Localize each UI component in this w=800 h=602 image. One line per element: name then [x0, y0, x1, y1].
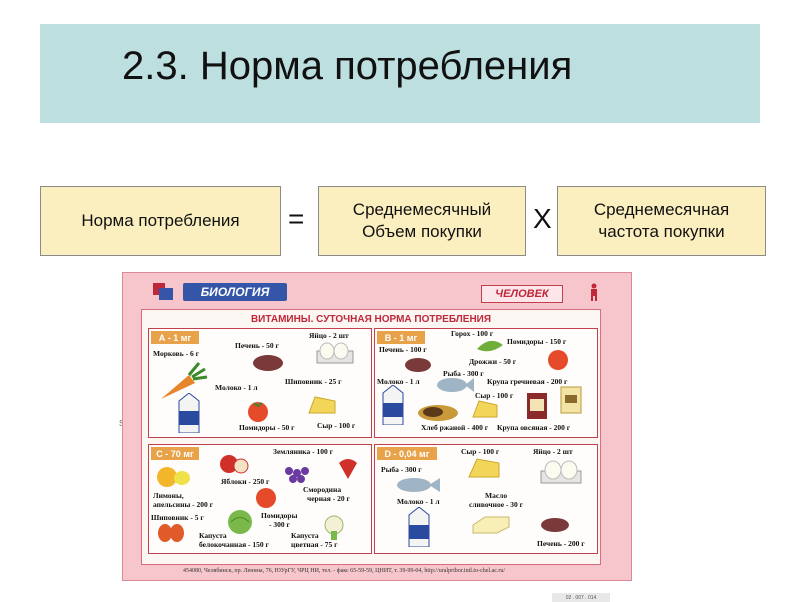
multiply-sign: X: [533, 203, 552, 234]
food-item: Яблоки - 250 г: [221, 477, 270, 486]
food-item: Шиповник - 5 г: [151, 513, 204, 522]
vitamin-d-label: D - 0,04 мг: [377, 447, 437, 460]
food-item: Сыр - 100 г: [317, 421, 356, 430]
biology-logo-icon: [153, 283, 173, 300]
food-item: Горох - 100 г: [451, 329, 494, 338]
food-item: Морковь - 6 г: [153, 349, 199, 358]
food-item: Земляника - 100 г: [273, 447, 334, 456]
food-item: Хлеб ржаной - 400 г: [421, 423, 489, 432]
vitamin-chart-heading: ВИТАМИНЫ. СУТОЧНАЯ НОРМА ПОТРЕБЛЕНИЯ: [250, 314, 492, 325]
poster-code: 02 . 007 . 014: [552, 593, 610, 602]
cheese-icon: [472, 400, 498, 418]
carrot-icon: [161, 362, 208, 399]
slide-title: 2.3. Норма потребления: [122, 44, 573, 88]
formula-right-line1: Среднемесячная: [593, 199, 730, 219]
food-item: Крупа гречневая - 200 г: [487, 377, 568, 386]
formula-middle-line2: Объем покупки: [362, 222, 482, 241]
food-item: Печень - 200 г: [537, 539, 585, 548]
vitamin-c-label: С - 70 мг: [151, 447, 199, 460]
buckwheat-box-icon: [560, 386, 582, 414]
food-item: Яйцо - 2 шт: [309, 331, 349, 340]
food-item: Рыба - 300 г: [381, 465, 422, 474]
equals-sign: =: [288, 203, 305, 234]
food-item: Дрожжи - 50 г: [469, 357, 517, 366]
poster-section: ЧЕЛОВЕК: [481, 285, 563, 303]
food-item: Молоко - 1 л: [215, 383, 258, 392]
liver-icon: [541, 518, 569, 532]
liver-icon: [405, 358, 431, 372]
food-item: Помидоры - 150 г: [507, 337, 567, 346]
food-item: Лимоны,: [153, 491, 184, 500]
oat-box-icon: [527, 393, 547, 419]
cauliflower-icon: [324, 515, 344, 540]
fish-icon: [397, 478, 440, 492]
formula-box-consumption-norm: Норма потребления: [40, 186, 281, 256]
tomato-icon: [548, 350, 568, 370]
food-item: Рыба - 300 г: [443, 369, 484, 378]
peas-icon: [477, 340, 503, 352]
food-item: Масло: [485, 491, 508, 500]
food-item: апельсины - 200 г: [153, 500, 214, 509]
butter-icon: [472, 516, 510, 534]
strawberry-icon: [339, 459, 357, 479]
bread-icon: [418, 405, 458, 421]
human-figure-icon: [591, 283, 597, 301]
food-item: Помидоры - 50 г: [239, 423, 295, 432]
vitamin-b-label: В - 1 мг: [377, 331, 425, 344]
tomato-icon: [248, 402, 268, 422]
quadrant-vitamin-c: С - 70 мг Земляника - 100 г Яблоки - 250…: [148, 444, 372, 554]
formula-middle-line1: Среднемесячный: [352, 199, 492, 219]
apple-icon: [220, 455, 249, 474]
food-item: - 300 г: [269, 520, 290, 529]
food-item: Капуста: [199, 531, 227, 540]
fish-icon: [437, 378, 474, 392]
food-item: Помидоры: [261, 511, 298, 520]
quadrant-vitamin-d: D - 0,04 мг Рыба - 300 г Сыр - 100 г Яйц…: [374, 444, 598, 554]
food-item: черная - 20 г: [307, 494, 350, 503]
quadrant-vitamin-a: А - 1 мг Морковь - 6 г Печень - 50 г Яйц…: [148, 328, 372, 438]
food-item: Смородина: [303, 485, 342, 494]
vitamin-chart: ВИТАМИНЫ. СУТОЧНАЯ НОРМА ПОТРЕБЛЕНИЯ А -…: [141, 309, 610, 602]
cheese-icon: [308, 396, 336, 414]
food-item: Печень - 100 г: [379, 345, 427, 354]
food-item: цветная - 75 г: [291, 540, 338, 549]
food-item: Шиповник - 25 г: [285, 377, 342, 386]
eggs-icon: [540, 460, 582, 484]
food-item: Сыр - 100 г: [475, 391, 514, 400]
food-item: Крупа овсяная - 200 г: [497, 423, 571, 432]
milk-carton-icon: [408, 507, 430, 547]
blackcurrant-icon: [285, 467, 309, 483]
food-item: Молоко - 1 л: [397, 497, 440, 506]
tomato-icon: [256, 488, 276, 508]
food-item: Яйцо - 2 шт: [533, 447, 573, 456]
formula-right-line2: частота покупки: [598, 222, 725, 241]
poster-footer: 454080, Челябинск, пр. Ленина, 76, ЮУрГУ…: [183, 568, 506, 574]
formula-box-avg-purchase-volume: Среднемесячный Объем покупки: [318, 186, 526, 256]
food-item: сливочное - 30 г: [469, 500, 524, 509]
milk-carton-icon: [382, 385, 404, 425]
food-item: белокочанная - 150 г: [199, 540, 269, 549]
title-banner: 2.3. Норма потребления: [40, 24, 760, 123]
vitamin-a-label: А - 1 мг: [151, 331, 199, 344]
eggs-icon: [316, 342, 354, 364]
liver-icon: [253, 355, 283, 371]
food-item: Капуста: [291, 531, 319, 540]
quadrant-vitamin-b: В - 1 мг Горох - 100 г Печень - 100 г По…: [374, 328, 598, 438]
food-item: Сыр - 100 г: [461, 447, 500, 456]
formula-left-label: Норма потребления: [81, 210, 240, 230]
vitamin-poster: БИОЛОГИЯ ЧЕЛОВЕК ВИТАМИНЫ. СУТОЧНАЯ НОРМ…: [122, 272, 632, 602]
side-mark: S: [119, 419, 124, 428]
cheese-icon: [468, 458, 500, 478]
citrus-icon: [157, 467, 190, 487]
milk-carton-icon: [178, 393, 200, 433]
poster-brand: БИОЛОГИЯ: [183, 283, 287, 301]
rosehip-icon: [158, 524, 184, 542]
food-item: Печень - 50 г: [235, 341, 279, 350]
formula-box-avg-purchase-frequency: Среднемесячная частота покупки: [557, 186, 766, 256]
food-item: Молоко - 1 л: [377, 377, 420, 386]
cabbage-icon: [228, 510, 252, 534]
